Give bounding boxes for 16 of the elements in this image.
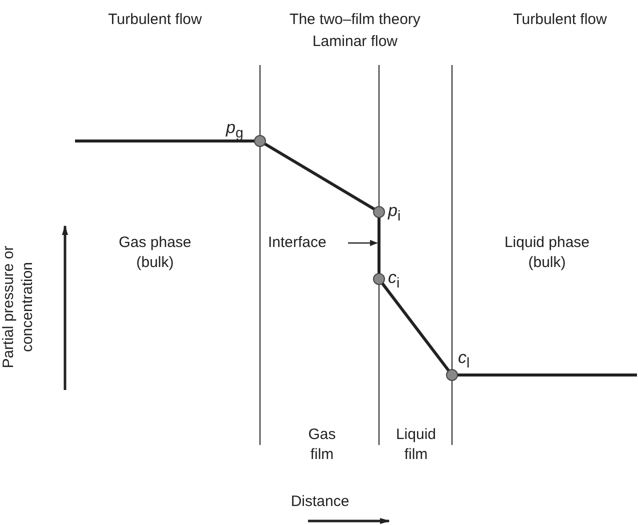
flow-label: Turbulent flow bbox=[512, 10, 608, 30]
interface-line bbox=[378, 64, 380, 446]
region-label: Gas film bbox=[307, 425, 337, 465]
axis-label: Partial pressure or concentration bbox=[0, 244, 37, 370]
point-label: c$_{l}$ bbox=[458, 348, 470, 374]
interface-label: Interface bbox=[268, 233, 326, 253]
region-label: Liquid phase (bulk) bbox=[503, 233, 591, 273]
axis-label: Distance bbox=[290, 492, 350, 512]
point-label: c$_{i}$ bbox=[388, 268, 400, 294]
leader-line bbox=[348, 240, 378, 246]
point-label: p$_{i}$ bbox=[388, 201, 401, 226]
diagram-title: The two–film theory bbox=[288, 10, 422, 30]
flow-label: Laminar flow bbox=[311, 32, 399, 52]
flow-label: Turbulent flow bbox=[107, 10, 203, 30]
region-label: Liquid film bbox=[394, 425, 438, 465]
region-label: Gas phase (bulk) bbox=[118, 233, 192, 273]
